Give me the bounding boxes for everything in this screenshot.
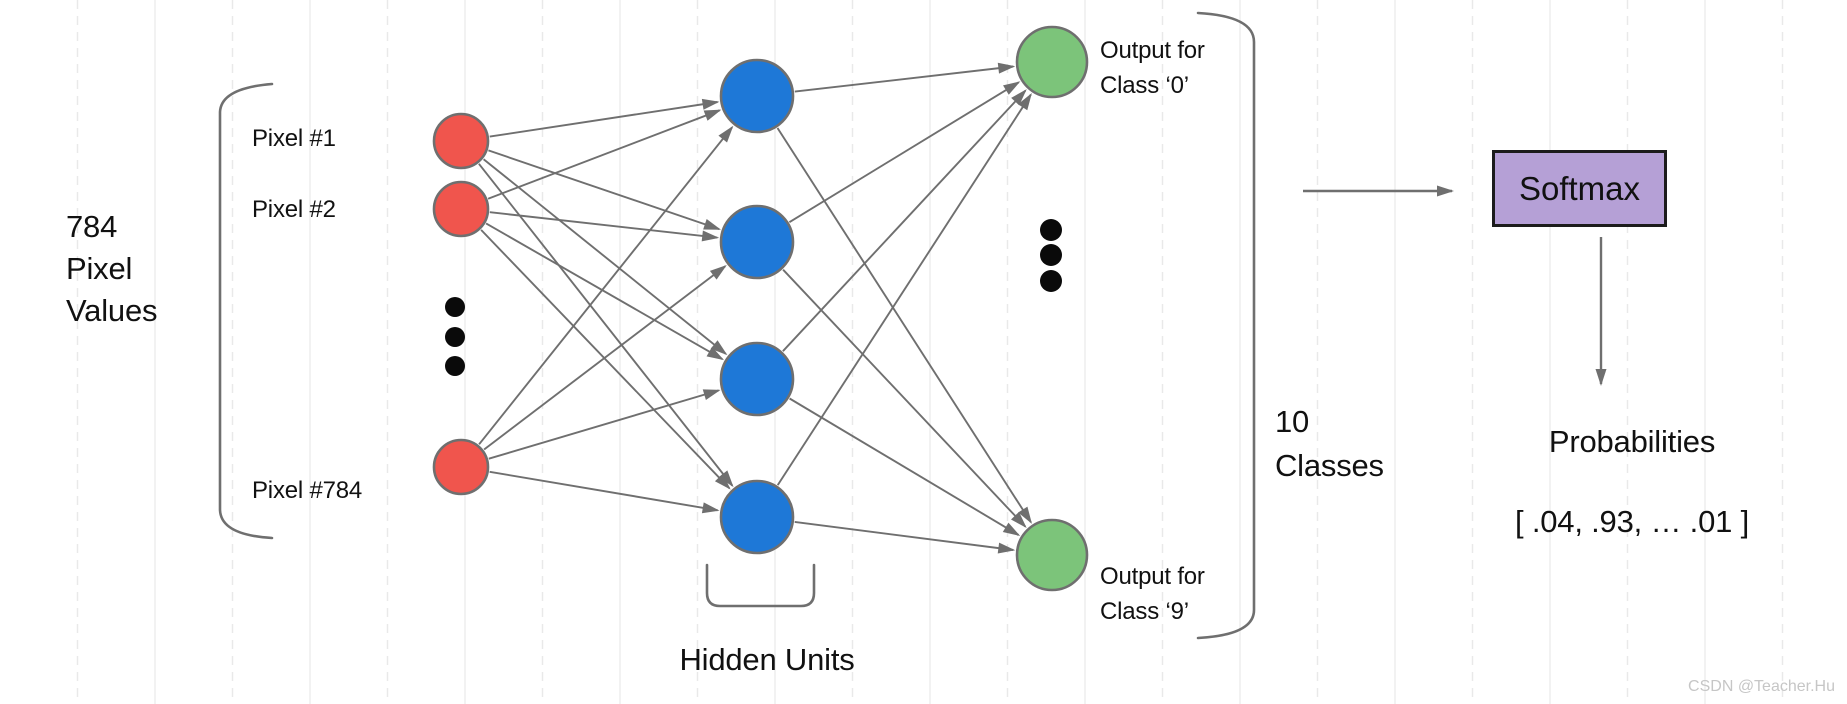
output-layer-node [1015, 518, 1089, 592]
right-bracket [1196, 11, 1256, 640]
input-layer-node [432, 112, 490, 170]
hidden-layer-node [719, 479, 795, 555]
probabilities-vector: [ .04, .93, … .01 ] [1515, 504, 1749, 539]
connection-edges [478, 62, 1032, 554]
hidden-layer-node [719, 58, 795, 134]
hidden-layer [719, 58, 795, 555]
output-ellipsis-dots [1040, 219, 1062, 292]
output-class-9-line: Class ‘9’ [1100, 598, 1189, 625]
output-class-0-line: Output for [1100, 37, 1205, 64]
input-node-label-pixel-784: Pixel #784 [252, 477, 363, 504]
hidden-units-label: Hidden Units [679, 642, 855, 677]
softmax-box: Softmax [1492, 150, 1667, 227]
input-count-label: 784 Pixel Values [66, 206, 157, 332]
hidden-layer-node [719, 341, 795, 417]
output-class-9-label: Output for Class ‘9’ [1100, 559, 1205, 629]
classes-count-line: Classes [1275, 448, 1384, 483]
input-node-label-pixel-2: Pixel #2 [252, 196, 336, 223]
output-class-0-line: Class ‘0’ [1100, 72, 1189, 99]
input-count-line: Pixel [66, 251, 133, 286]
classes-count-line: 10 [1275, 404, 1310, 439]
input-layer [432, 112, 490, 496]
ellipsis-dot [1040, 270, 1062, 292]
input-count-line: 784 [66, 209, 118, 244]
input-ellipsis-dots [445, 297, 465, 376]
output-layer-node [1015, 25, 1089, 99]
input-node-label-pixel-1: Pixel #1 [252, 125, 336, 152]
ellipsis-dot [445, 327, 465, 347]
input-layer-node [432, 180, 490, 238]
classes-count-label: 10 Classes [1275, 400, 1384, 488]
ellipsis-dot [445, 297, 465, 317]
output-layer [1015, 25, 1089, 592]
output-class-0-label: Output for Class ‘0’ [1100, 33, 1205, 103]
input-layer-node [432, 438, 490, 496]
ellipsis-dot [1040, 219, 1062, 241]
watermark: CSDN @Teacher.Hu [1688, 678, 1835, 695]
output-class-9-line: Output for [1100, 563, 1205, 590]
left-bracket [218, 82, 274, 540]
softmax-label: Softmax [1518, 169, 1641, 207]
ellipsis-dot [1040, 244, 1062, 266]
hidden-units-bracket [705, 563, 816, 608]
background-gridlines [76, 0, 1784, 704]
input-count-line: Values [66, 293, 158, 328]
ellipsis-dot [445, 356, 465, 376]
hidden-layer-node [719, 204, 795, 280]
probabilities-title: Probabilities [1548, 424, 1716, 459]
